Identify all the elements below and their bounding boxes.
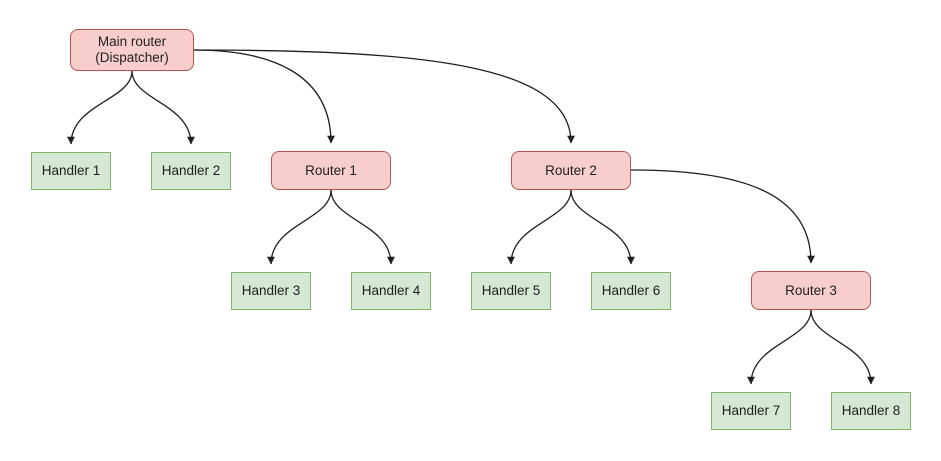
node-handler-8-label: Handler 8 xyxy=(841,403,901,418)
edge-router-3-to-handler-7 xyxy=(747,309,812,385)
node-handler-6[interactable]: Handler 6 xyxy=(591,272,671,310)
node-handler-5-label: Handler 5 xyxy=(481,283,541,298)
node-handler-8[interactable]: Handler 8 xyxy=(831,392,911,430)
edge-router-3-to-handler-8 xyxy=(810,309,875,385)
node-handler-4-label: Handler 4 xyxy=(361,283,421,298)
node-handler-2-label: Handler 2 xyxy=(161,163,221,178)
node-router-3-label: Router 3 xyxy=(785,282,837,298)
edge-router-2-to-handler-6 xyxy=(570,189,635,265)
node-handler-1[interactable]: Handler 1 xyxy=(31,152,111,190)
edge-main-to-handler-1 xyxy=(67,70,133,145)
node-handler-1-label: Handler 1 xyxy=(41,163,101,178)
edge-main-to-router-1 xyxy=(193,49,335,144)
node-handler-5[interactable]: Handler 5 xyxy=(471,272,551,310)
node-handler-7[interactable]: Handler 7 xyxy=(711,392,791,430)
node-router-1-label: Router 1 xyxy=(305,162,357,178)
node-handler-4[interactable]: Handler 4 xyxy=(351,272,431,310)
edge-router-1-to-handler-3 xyxy=(267,189,332,265)
node-router-2[interactable]: Router 2 xyxy=(511,151,631,190)
node-router-1[interactable]: Router 1 xyxy=(271,151,391,190)
edge-router-2-to-router-3 xyxy=(630,169,815,264)
node-router-2-label: Router 2 xyxy=(545,162,597,178)
node-router-3[interactable]: Router 3 xyxy=(751,271,871,310)
edge-main-to-handler-2 xyxy=(131,70,195,145)
edge-router-2-to-handler-5 xyxy=(507,189,572,265)
node-main-router[interactable]: Main router (Dispatcher) xyxy=(70,29,194,71)
node-main-router-label: Main router (Dispatcher) xyxy=(95,34,169,65)
node-handler-7-label: Handler 7 xyxy=(721,403,781,418)
edge-router-1-to-handler-4 xyxy=(330,189,395,265)
edge-main-to-router-2 xyxy=(193,49,575,144)
node-handler-3[interactable]: Handler 3 xyxy=(231,272,311,310)
node-handler-3-label: Handler 3 xyxy=(241,283,301,298)
node-handler-6-label: Handler 6 xyxy=(601,283,661,298)
node-handler-2[interactable]: Handler 2 xyxy=(151,152,231,190)
